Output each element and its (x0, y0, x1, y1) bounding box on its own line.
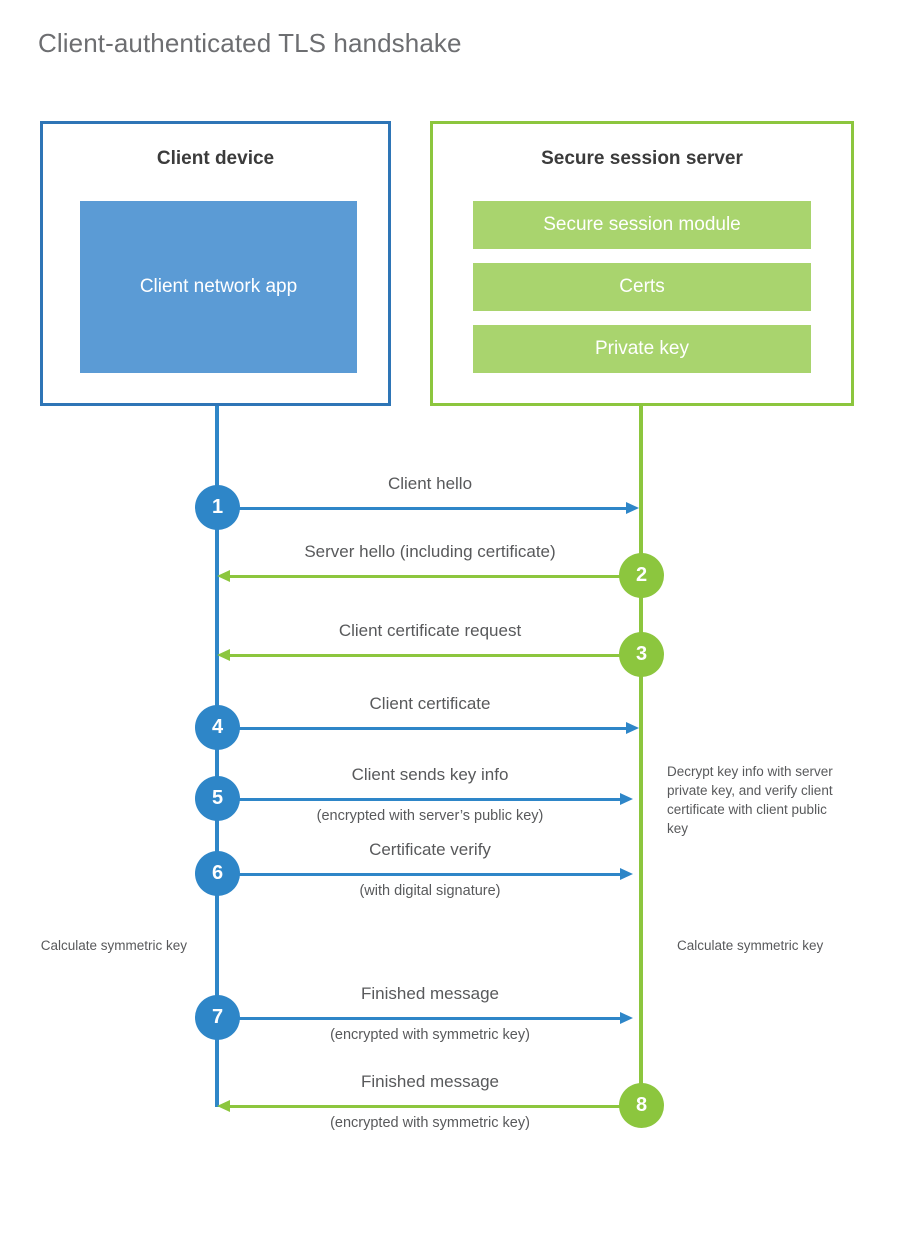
arrow-line-4 (217, 727, 626, 730)
arrow-head-7 (620, 1012, 633, 1024)
message-label-8: Finished message (361, 1072, 499, 1091)
secure-session-server-box: Secure session server Secure session mod… (430, 121, 854, 406)
server-component-certs: Certs (473, 263, 811, 311)
arrow-line-1 (217, 507, 626, 510)
arrow-head-3 (217, 649, 230, 661)
step-circle-2[interactable]: 2 (619, 553, 664, 598)
annotation-server-decrypt: Decrypt key info with server private key… (667, 764, 833, 837)
step-circle-4[interactable]: 4 (195, 705, 240, 750)
message-label-5: Client sends key info (351, 765, 509, 784)
message-label-1: Client hello (387, 474, 473, 493)
client-network-app-block: Client network app (80, 201, 357, 373)
arrow-line-8 (230, 1105, 626, 1108)
arrow-line-6 (217, 873, 620, 876)
message-label-7: Finished message (361, 984, 499, 1003)
step-circle-5[interactable]: 5 (195, 776, 240, 821)
message-sublabel-8: (encrypted with symmetric key) (330, 1115, 530, 1131)
step-circle-7[interactable]: 7 (195, 995, 240, 1040)
message-sublabel-7: (encrypted with symmetric key) (330, 1027, 530, 1043)
arrow-head-4 (626, 722, 639, 734)
arrow-head-5 (620, 793, 633, 805)
client-device-box: Client device Client network app (40, 121, 391, 406)
message-sublabel-5: (encrypted with server’s public key) (316, 808, 544, 824)
step-circle-6[interactable]: 6 (195, 851, 240, 896)
message-label-6: Certificate verify (369, 840, 491, 859)
annotation-server-calculate-symmetric-key: Calculate symmetric key (677, 938, 824, 953)
arrow-head-1 (626, 502, 639, 514)
arrow-line-3 (230, 654, 626, 657)
arrow-head-8 (217, 1100, 230, 1112)
arrow-head-6 (620, 868, 633, 880)
client-device-title: Client device (156, 148, 275, 169)
server-lifeline (639, 406, 643, 1105)
client-lifeline (215, 406, 219, 1107)
arrow-line-5 (217, 798, 620, 801)
message-sublabel-6: (with digital signature) (359, 883, 501, 899)
message-label-2: Server hello (including certificate) (304, 542, 556, 561)
step-circle-8[interactable]: 8 (619, 1083, 664, 1128)
page-title: Client-authenticated TLS handshake (38, 28, 462, 58)
arrow-head-2 (217, 570, 230, 582)
message-label-4: Client certificate (369, 694, 491, 713)
arrow-line-2 (230, 575, 626, 578)
step-circle-3[interactable]: 3 (619, 632, 664, 677)
step-circle-1[interactable]: 1 (195, 485, 240, 530)
server-component-private-key: Private key (473, 325, 811, 373)
secure-session-server-title: Secure session server (541, 148, 743, 169)
server-component-secure-session-module: Secure session module (473, 201, 811, 249)
arrow-line-7 (217, 1017, 620, 1020)
message-label-3: Client certificate request (338, 621, 522, 640)
annotation-client-calculate-symmetric-key: Calculate symmetric key (40, 938, 187, 953)
